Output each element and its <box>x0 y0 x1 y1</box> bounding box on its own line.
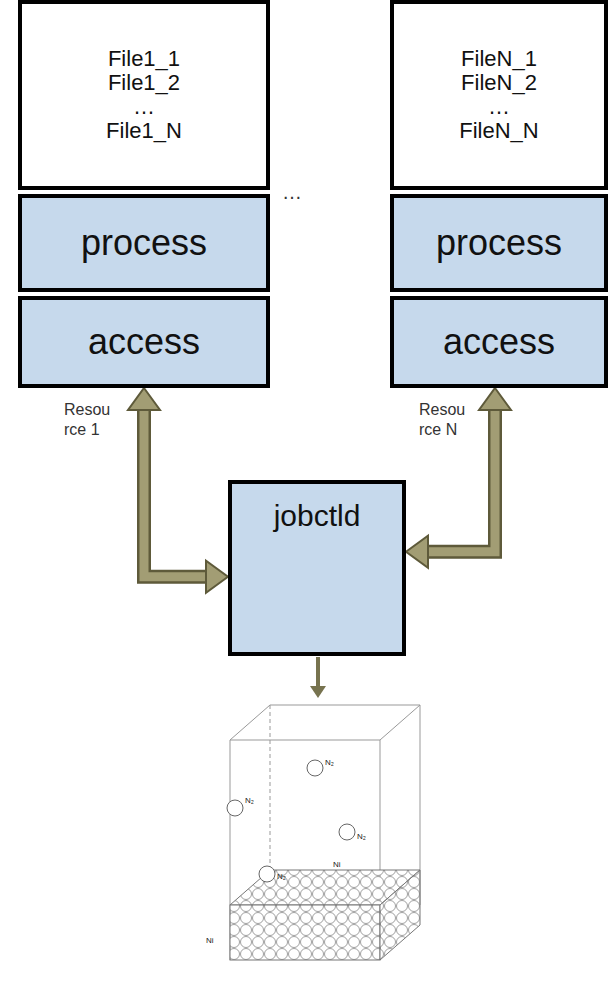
resource-label: Resource 1 <box>64 400 112 440</box>
ellipsis: … <box>282 180 302 205</box>
node-text: access <box>443 320 555 363</box>
molecule-label: N₂ <box>277 872 286 882</box>
node-text: File1_1 <box>108 47 180 71</box>
double-arrow <box>406 388 511 568</box>
jobctld-box: jobctld <box>228 480 406 656</box>
node-text: access <box>88 320 200 363</box>
process-box: process <box>18 194 270 292</box>
node-text: FileN_2 <box>461 71 537 95</box>
nickel-side <box>380 870 420 960</box>
node-text: jobctld <box>274 498 361 534</box>
access-box: access <box>390 296 608 388</box>
process-box: process <box>390 194 608 292</box>
arrow-head <box>479 388 511 410</box>
double-arrow <box>128 388 228 593</box>
box-wireframe <box>230 705 420 960</box>
resource-label: Resource N <box>419 400 469 440</box>
node-text: FileN_N <box>459 119 538 143</box>
element-label: Ni <box>206 936 214 946</box>
file-list-box: FileN_1FileN_2…FileN_N <box>390 0 608 190</box>
down-arrow-head <box>310 686 326 698</box>
arrow-head <box>206 561 228 593</box>
file-list-box: File1_1File1_2…File1_N <box>18 0 270 190</box>
node-text: … <box>488 95 510 119</box>
node-text: File1_2 <box>108 71 180 95</box>
molecule-label: N₂ <box>357 832 366 842</box>
arrow-head <box>406 536 428 568</box>
node-text: … <box>133 95 155 119</box>
node-text: FileN_1 <box>461 47 537 71</box>
nickel-front <box>230 905 380 960</box>
n2-molecules <box>227 760 355 882</box>
element-label: Ni <box>333 860 341 870</box>
access-box: access <box>18 296 270 388</box>
node-text: process <box>436 221 562 264</box>
molecule-label: N₂ <box>245 796 254 806</box>
down-arrow-shaft <box>316 657 320 688</box>
node-text: File1_N <box>106 119 182 143</box>
node-text: process <box>81 221 207 264</box>
molecule-label: N₂ <box>325 758 334 768</box>
arrow-head <box>128 388 160 410</box>
